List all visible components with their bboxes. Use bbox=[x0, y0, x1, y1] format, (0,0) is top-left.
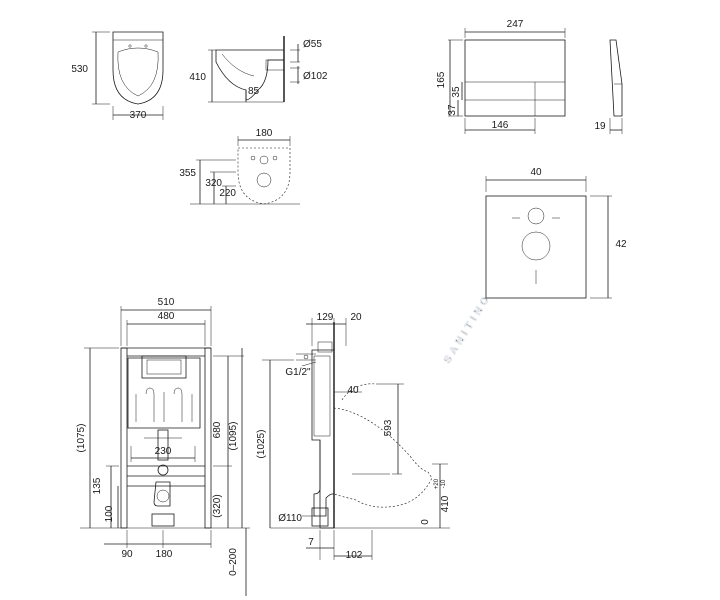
plate-width-label: 247 bbox=[507, 19, 524, 30]
frame-inner-width-label: 480 bbox=[158, 311, 175, 322]
pipe-diameter-label: Ø110 bbox=[278, 513, 302, 524]
frame-320-label: (320) bbox=[212, 494, 223, 517]
inlet-diameter-label: Ø55 bbox=[303, 39, 322, 50]
bowl-top-view: 530 370 bbox=[71, 31, 164, 121]
dim-102-label: 102 bbox=[346, 550, 363, 561]
fixing-height-220: 220 bbox=[219, 188, 236, 199]
tolerance-minus-label: -10 bbox=[441, 479, 447, 488]
pipe-spacing-label: 230 bbox=[155, 446, 172, 457]
height-593-label: 593 bbox=[383, 419, 394, 436]
plate-lower-label: 37 bbox=[447, 104, 458, 116]
frame-680-label: 680 bbox=[212, 421, 223, 438]
flush-plate-view: 247 165 37 35 146 19 bbox=[436, 19, 623, 134]
watermark: SANITINO bbox=[441, 291, 494, 366]
frame-1095-label: (1095) bbox=[228, 422, 239, 451]
bowl-outlet-height-label: 85 bbox=[248, 86, 260, 97]
floor-range-label: 0–200 bbox=[228, 548, 239, 576]
side-depth-20-label: 20 bbox=[350, 312, 362, 323]
frame-front-view: 510 480 230 (1075) 135 100 680 (1095) (3… bbox=[76, 297, 250, 596]
frame-135-label: 135 bbox=[92, 477, 103, 494]
frame-bottom-180-label: 180 bbox=[156, 549, 173, 560]
fixing-height-355: 355 bbox=[179, 168, 196, 179]
fixing-height-320: 320 bbox=[205, 178, 222, 189]
offset-40-label: 40 bbox=[347, 385, 359, 396]
frame-bottom-90-label: 90 bbox=[121, 549, 133, 560]
bowl-width-label: 370 bbox=[130, 110, 147, 121]
bowl-depth-label: 530 bbox=[71, 64, 88, 75]
bowl-side-view: 410 85 Ø55 Ø102 bbox=[189, 36, 328, 103]
tolerance-plus-label: +20 bbox=[434, 478, 440, 489]
fixing-width-label: 180 bbox=[256, 128, 273, 139]
bowl-back-view: 180 355 320 220 bbox=[179, 128, 300, 205]
dim-7-label: 7 bbox=[308, 537, 314, 548]
thread-label: G1/2" bbox=[285, 367, 311, 378]
seat-height-label: 410 bbox=[440, 495, 451, 512]
plate-offset-label: 146 bbox=[492, 120, 509, 131]
height-1025-label: (1025) bbox=[256, 430, 267, 459]
pad-height-label: 42 bbox=[615, 239, 627, 250]
frame-outer-width-label: 510 bbox=[158, 297, 175, 308]
plate-height-label: 165 bbox=[436, 71, 447, 88]
pad-width-label: 40 bbox=[530, 167, 542, 178]
sound-pad-view: 40 42 bbox=[485, 167, 627, 299]
bowl-height-label: 410 bbox=[189, 72, 206, 83]
plate-button-label: 35 bbox=[451, 86, 462, 98]
outlet-diameter-label: Ø102 bbox=[303, 71, 328, 82]
side-depth-129-label: 129 bbox=[317, 312, 334, 323]
svg-text:SANITINO: SANITINO bbox=[442, 292, 494, 365]
frame-total-height-label: (1075) bbox=[76, 424, 87, 453]
frame-100-label: 100 bbox=[104, 505, 115, 522]
plate-depth-label: 19 bbox=[594, 121, 606, 132]
frame-side-view: 129 20 G1/2" 40 593 (1025) Ø110 7 102 0 … bbox=[256, 312, 451, 561]
floor-zero-label: 0 bbox=[420, 519, 431, 525]
